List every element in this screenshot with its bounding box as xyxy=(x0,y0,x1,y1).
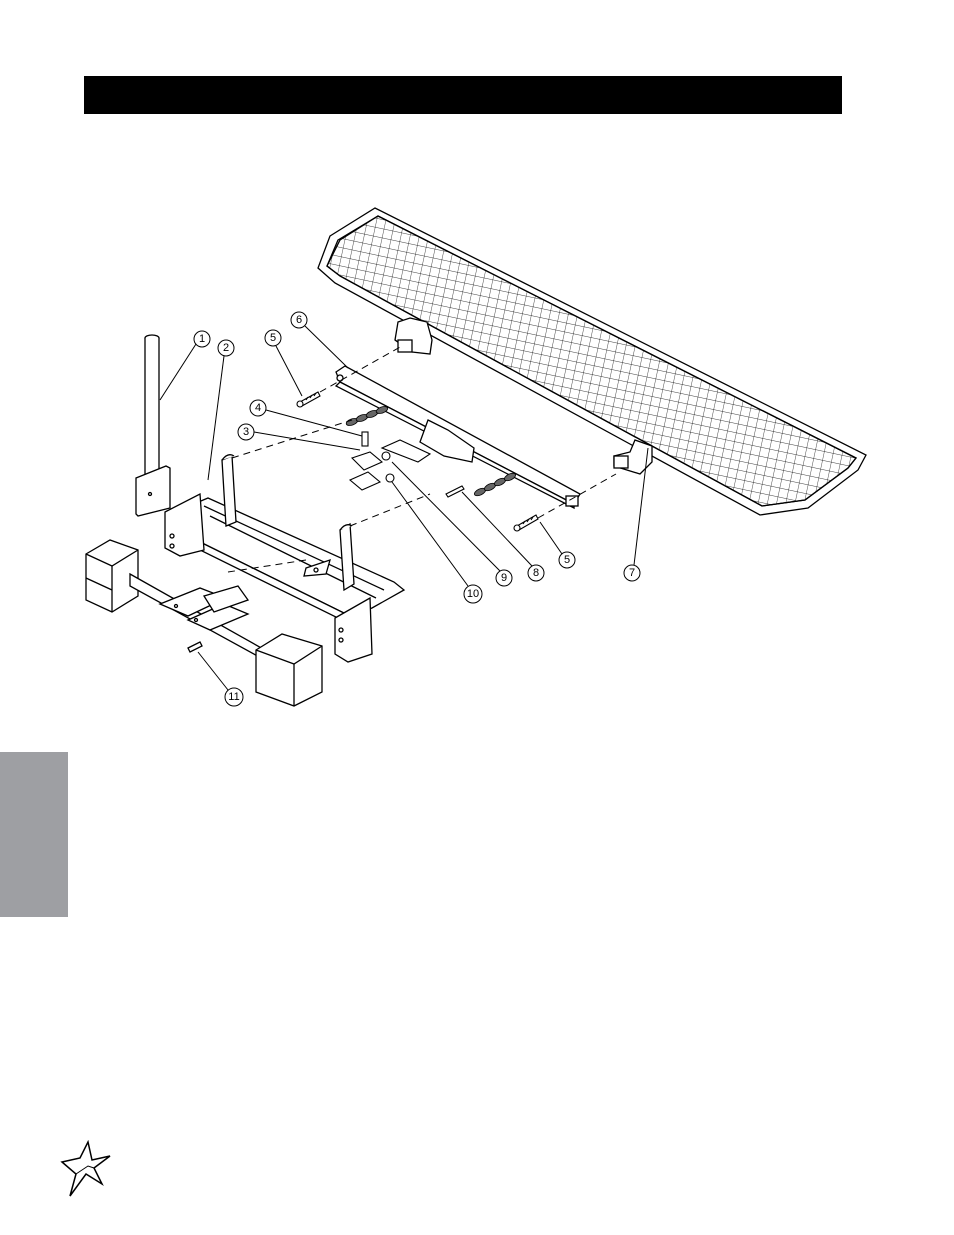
svg-text:7: 7 xyxy=(629,567,635,579)
safety-chain-upper xyxy=(345,405,388,427)
svg-text:5: 5 xyxy=(564,554,570,566)
svg-text:2: 2 xyxy=(223,342,229,354)
svg-text:4: 4 xyxy=(255,402,261,414)
callout-5-lower: 5 xyxy=(540,522,575,568)
star-burst-icon xyxy=(58,1140,118,1200)
svg-text:11: 11 xyxy=(228,691,239,703)
callout-9: 9 xyxy=(392,462,512,586)
callout-8: 8 xyxy=(462,492,544,581)
svg-text:1: 1 xyxy=(199,333,205,345)
callout-11: 11 xyxy=(198,652,243,706)
cargo-basket xyxy=(318,208,866,515)
bolt-lower xyxy=(514,515,538,531)
safety-chain-lower xyxy=(473,472,516,498)
svg-text:10: 10 xyxy=(467,588,479,600)
callout-4: 4 xyxy=(250,400,362,436)
svg-text:8: 8 xyxy=(533,567,539,579)
support-post xyxy=(136,335,170,516)
svg-text:3: 3 xyxy=(243,426,249,438)
svg-text:6: 6 xyxy=(296,314,302,326)
svg-text:5: 5 xyxy=(270,332,276,344)
svg-text:9: 9 xyxy=(501,572,507,584)
callout-3: 3 xyxy=(238,424,360,450)
bolt-upper xyxy=(297,392,320,407)
callout-6: 6 xyxy=(291,312,348,368)
callout-1: 1 xyxy=(160,331,210,400)
callout-10: 10 xyxy=(392,482,482,603)
callout-5-upper: 5 xyxy=(265,330,302,396)
